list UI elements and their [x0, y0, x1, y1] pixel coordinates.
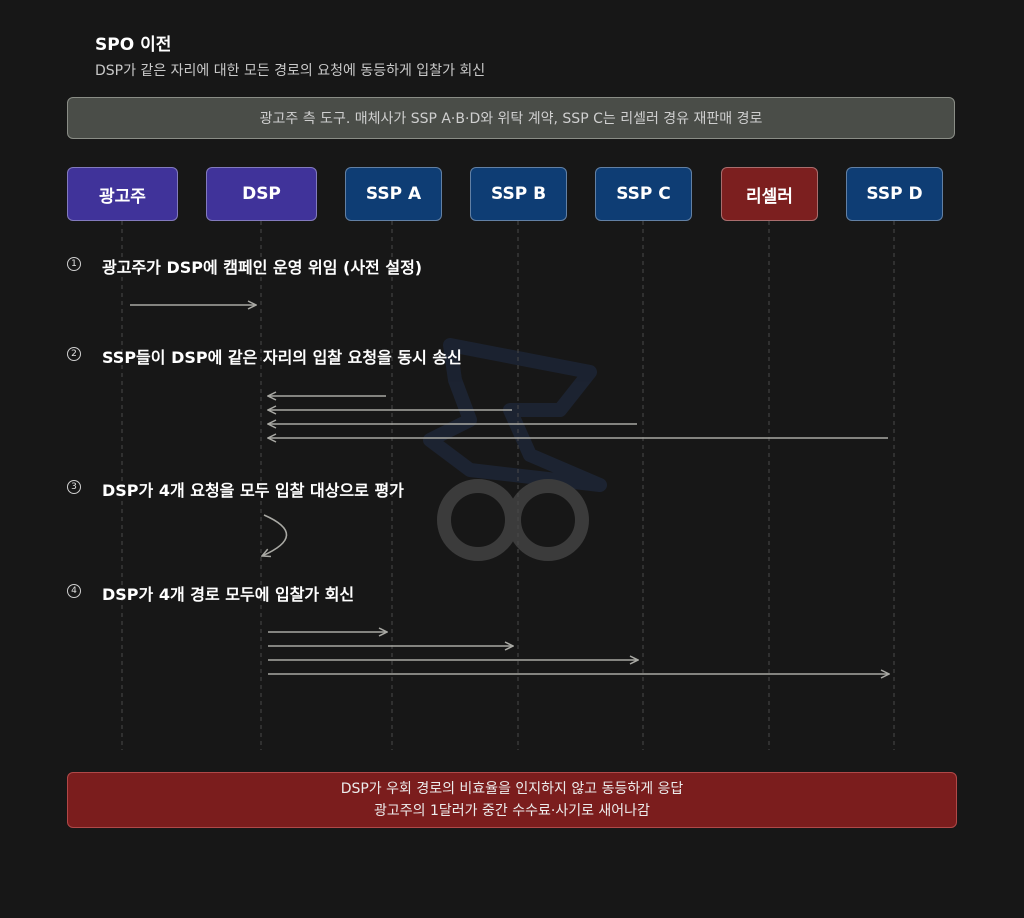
conclusion-box: DSP가 우회 경로의 비효율을 인지하지 않고 동등하게 응답 광고주의 1달…: [67, 772, 957, 828]
step-number: 1: [67, 257, 81, 271]
step-number: 4: [67, 584, 81, 598]
actor-ssp-a: SSP A: [345, 167, 442, 221]
step-label: DSP가 4개 요청을 모두 입찰 대상으로 평가: [102, 481, 404, 500]
actor-dsp: DSP: [206, 167, 317, 221]
messages: [130, 305, 889, 674]
conclusion-line-1: DSP가 우회 경로의 비효율을 인지하지 않고 동등하게 응답: [340, 781, 684, 797]
step-label: DSP가 4개 경로 모두에 입찰가 회신: [102, 585, 355, 604]
diagram-title: SPO 이전: [95, 35, 172, 55]
watermark: [423, 338, 607, 561]
actor-ssp-c: SSP C: [595, 167, 692, 221]
actor-reseller: 리셀러: [721, 167, 818, 221]
step-label: SSP들이 DSP에 같은 자리의 입찰 요청을 동시 송신: [102, 348, 462, 367]
context-note: 광고주 측 도구. 매체사가 SSP A·B·D와 위탁 계약, SSP C는 …: [67, 97, 955, 139]
actor-advertiser: 광고주: [67, 167, 178, 221]
step-label: 광고주가 DSP에 캠페인 운영 위임 (사전 설정): [102, 258, 423, 277]
diagram-subtitle: DSP가 같은 자리에 대한 모든 경로의 요청에 동등하게 입찰가 회신: [95, 63, 486, 79]
actor-ssp-b: SSP B: [470, 167, 567, 221]
actor-ssp-d: SSP D: [846, 167, 943, 221]
arrow-dsp-self-evaluate: [262, 514, 288, 556]
step-number: 2: [67, 347, 81, 361]
conclusion-line-2: 광고주의 1달러가 중간 수수료·사기로 새어나감: [374, 803, 650, 819]
lifelines: [121, 221, 895, 750]
step-number: 3: [67, 480, 81, 494]
